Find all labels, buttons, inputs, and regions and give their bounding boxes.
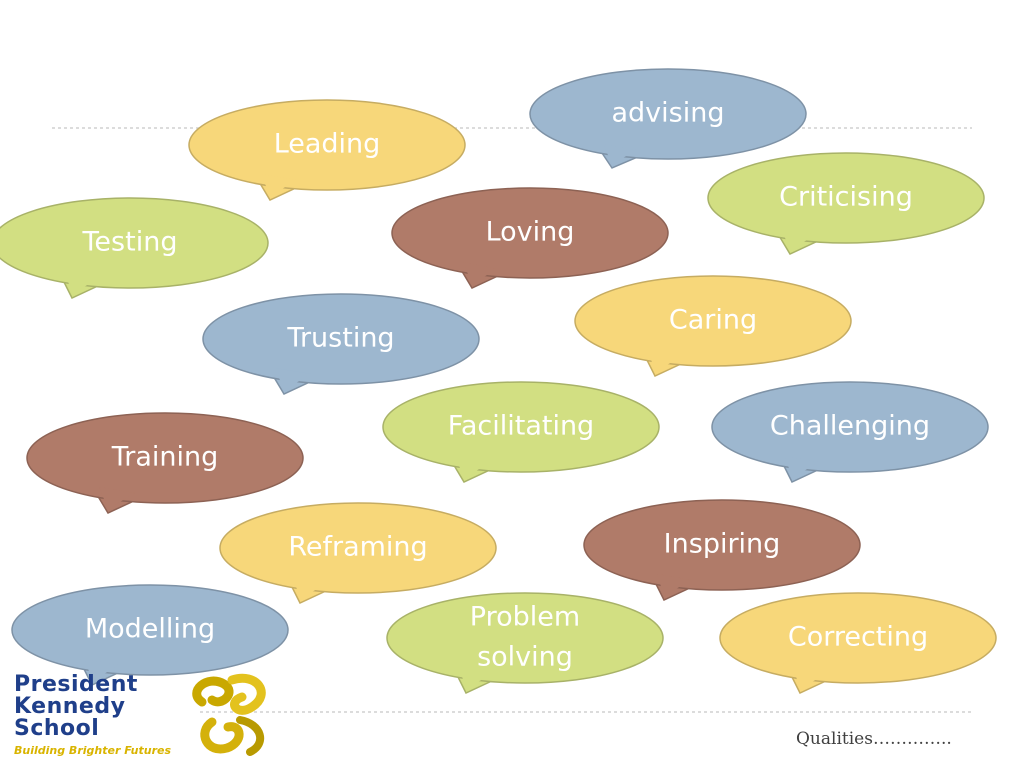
bubble-label: Challenging [770, 411, 930, 442]
footer-caption: Qualities………….. [796, 729, 952, 749]
bubble-label: Modelling [85, 614, 215, 645]
bubble-body [574, 275, 852, 367]
bubble-label: Leading [274, 129, 381, 160]
bubble-body [583, 499, 861, 591]
bubble-seam [781, 228, 817, 250]
bubble-label: Testing [82, 227, 178, 258]
bubble-body [202, 293, 480, 385]
bubble-body [219, 502, 497, 594]
bubble-caring: Caring [574, 275, 852, 377]
logo-line-3: School [14, 716, 100, 741]
bubble-seam [455, 456, 491, 478]
bubble-label: Problem [470, 602, 580, 633]
bubble-testing: Testing [0, 197, 269, 299]
bubble-trusting: Trusting [202, 293, 480, 395]
bubble-label: Caring [669, 305, 757, 336]
bubble-body [386, 592, 664, 684]
bubble-seam [85, 659, 119, 681]
bubble-seam [275, 368, 311, 390]
bubble-seam [261, 174, 297, 196]
bubble-correcting: Correcting [719, 592, 997, 694]
bubble-seam [648, 350, 682, 372]
bubble-seam [65, 272, 99, 294]
bubble-facilitating: Facilitating [382, 381, 660, 483]
bubble-reframing: Reframing [219, 502, 497, 604]
bubble-label: Criticising [779, 182, 913, 213]
bubble-body [711, 381, 989, 473]
bubble-criticising: Criticising [707, 152, 985, 255]
school-logo: President Kennedy School Building Bright… [10, 672, 280, 764]
bubble-seam [785, 456, 819, 478]
bubble-leading: Leading [188, 99, 466, 201]
bubble-label: Facilitating [448, 411, 594, 442]
bubble-body [529, 68, 807, 160]
bubble-seam [99, 487, 135, 509]
bubble-seam [603, 144, 637, 164]
bubble-label: Loving [486, 217, 575, 248]
bubble-challenging: Challenging [711, 381, 989, 483]
bubble-label: Reframing [288, 532, 427, 563]
bubble-body [382, 381, 660, 473]
bubble-body [188, 99, 466, 191]
bubble-seam [293, 577, 327, 599]
logo-tagline: Building Brighter Futures [14, 744, 172, 757]
logo-line-2: Kennedy [14, 694, 126, 719]
logo-emblem-icon [192, 673, 266, 756]
bubble-seam [793, 667, 827, 689]
bubble-inspiring: Inspiring [583, 499, 861, 601]
bubble-body [0, 197, 269, 289]
bubble-problem-solving: Problem solving [386, 592, 664, 694]
bubble-body [26, 412, 304, 504]
bubble-seam [459, 667, 493, 689]
bubble-label: Correcting [788, 622, 928, 653]
logo-line-1: President [14, 672, 138, 697]
bubble-label: solving [477, 642, 573, 673]
bubble-loving: Loving [391, 187, 669, 289]
bubble-seam [463, 262, 497, 284]
bubble-training: Training [26, 412, 304, 514]
bubble-body [11, 584, 289, 676]
bubble-label: Training [111, 442, 219, 473]
bubble-label: advising [612, 98, 725, 129]
bubble-modelling: Modelling [11, 584, 289, 686]
bubble-body [719, 592, 997, 684]
bubble-label: Inspiring [664, 529, 781, 560]
bubble-body [391, 187, 669, 279]
bubble-advising: advising [529, 68, 807, 169]
bubble-seam [657, 574, 691, 596]
bubble-body [707, 152, 985, 244]
bubble-label: Trusting [286, 323, 394, 354]
